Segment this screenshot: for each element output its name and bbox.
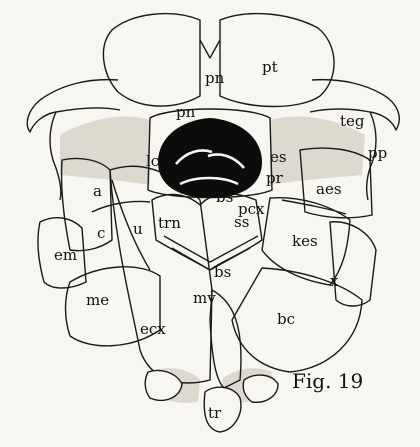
figure-caption: Fig. 19 [292, 369, 363, 393]
label-x: x [330, 272, 339, 290]
stipple-left [60, 116, 150, 185]
label-aes: aes [316, 180, 342, 198]
label-pr: pr [266, 169, 284, 187]
label-bs-lower: bs [214, 263, 231, 281]
segment-ecx [110, 166, 212, 383]
label-a: a [93, 182, 102, 200]
label-bs-upper: bs [216, 188, 233, 206]
right-trochanter [243, 375, 278, 402]
left-upper-plate [103, 14, 200, 106]
central-black-mass [158, 118, 262, 198]
label-me: me [86, 291, 109, 309]
label-pp: pp [368, 144, 387, 162]
label-pn-lower: pn [176, 103, 196, 121]
label-trn: trn [158, 214, 181, 232]
label-teg: teg [340, 112, 365, 130]
segment-bc [232, 268, 362, 372]
label-pn-upper: pn [205, 69, 225, 87]
median-notch [200, 40, 220, 58]
label-tr: tr [208, 404, 222, 422]
label-mv: mv [193, 289, 216, 307]
label-u: u [133, 220, 143, 238]
label-c: c [97, 224, 105, 242]
label-bc: bc [277, 310, 295, 328]
label-ss: ss [234, 213, 249, 231]
segment-u-ridge [112, 180, 150, 270]
label-kes: kes [292, 232, 318, 250]
sternal-chevron-2 [172, 248, 250, 270]
sternal-chevron [164, 236, 258, 262]
label-pt: pt [262, 58, 278, 76]
label-lc: lc [146, 152, 159, 170]
label-em: em [54, 246, 77, 264]
left-lateral-outline [50, 112, 61, 200]
label-es: es [270, 148, 287, 166]
label-ecx: ecx [140, 320, 166, 338]
